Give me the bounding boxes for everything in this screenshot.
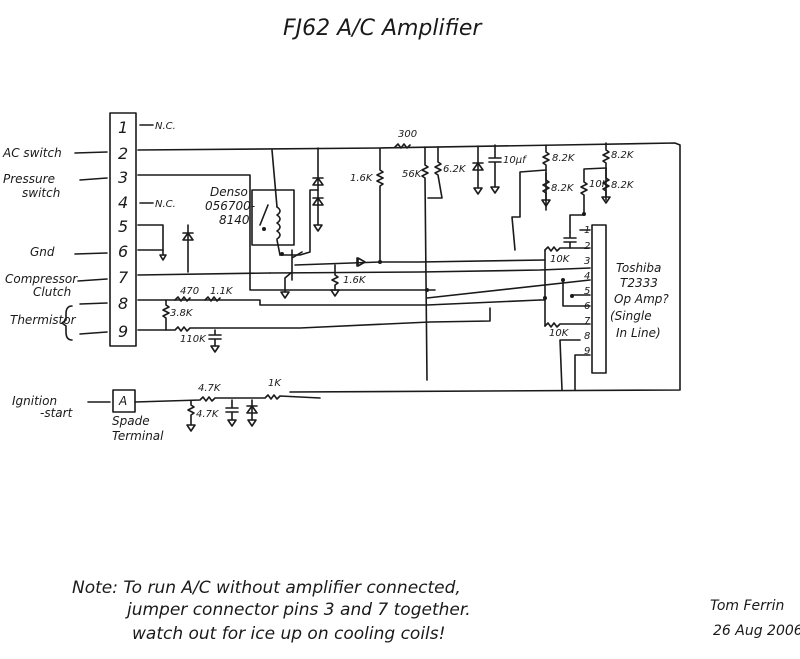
label-pressure-switch: switch <box>22 186 60 200</box>
opamp-pin-9: 9 <box>584 346 590 357</box>
author-name: Tom Ferrin <box>710 598 784 614</box>
opamp-pin-8: 8 <box>584 331 590 342</box>
connector-pin-7: 7 <box>118 268 129 287</box>
resistor-8.2k-2-label: 8.2K <box>551 183 575 194</box>
opamp-toshiba-t2333: 1 2 3 4 5 6 7 8 9 Toshiba T2333 Op Amp? … <box>584 224 669 374</box>
resistor-470-label: 470 <box>180 286 199 297</box>
opamp-pin-4: 4 <box>584 271 590 282</box>
note-line-2: jumper connector pins 3 and 7 together. <box>125 600 471 620</box>
connector-pin-9: 9 <box>118 322 128 341</box>
nc-label-pin1: N.C. <box>155 121 176 132</box>
label-start: -start <box>40 406 74 420</box>
opamp-line5: In Line) <box>616 326 661 340</box>
label-pressure: Pressure <box>3 172 55 186</box>
connector-pin-5: 5 <box>118 217 128 236</box>
spade-terminal: A <box>118 394 127 408</box>
label-ac-switch: AC switch <box>2 146 62 160</box>
resistor-1.6k-a-label: 1.6K <box>350 173 374 184</box>
opamp-pin-5: 5 <box>584 286 590 297</box>
relay-denso: Denso 056700- 8140 <box>205 185 295 246</box>
capacitor-10uf-label: 10µf <box>503 155 527 166</box>
relay-brand: Denso <box>210 185 248 199</box>
main-connector: 1 2 3 4 5 6 7 8 9 <box>109 112 137 347</box>
resistor-3.8k-label: 3.8K <box>170 308 194 319</box>
resistor-10k-a-label: 10K <box>589 179 610 190</box>
resistor-1k-label: 1K <box>268 378 282 389</box>
label-gnd: Gnd <box>30 245 55 259</box>
resistor-8.2k-4-label: 8.2K <box>611 180 635 191</box>
connector-pin-8: 8 <box>118 294 128 313</box>
connector-pin-6: 6 <box>118 242 128 261</box>
opamp-pin-7: 7 <box>584 316 591 327</box>
resistor-300-label: 300 <box>398 129 417 140</box>
resistor-56k-label: 56K <box>402 169 423 180</box>
diagram-title: FJ62 A/C Amplifier <box>283 16 483 41</box>
opamp-pin-2: 2 <box>584 241 590 252</box>
opamp-line1: Toshiba <box>616 261 661 275</box>
nc-label-pin4: N.C. <box>155 199 176 210</box>
resistor-6.2k-label: 6.2K <box>443 164 467 175</box>
opamp-line3: Op Amp? <box>614 292 669 306</box>
connector-pin-2: 2 <box>118 144 128 163</box>
label-compressor: Compressor <box>5 272 78 286</box>
relay-part-line2: 8140 <box>219 213 250 227</box>
label-ignition: Ignition <box>12 394 57 408</box>
signature-date: 26 Aug 2006 <box>713 623 800 639</box>
resistor-8.2k-3-label: 8.2K <box>611 150 635 161</box>
connector-pin-3: 3 <box>118 168 128 187</box>
spade-terminal-label2: Terminal <box>112 429 164 443</box>
label-thermistor: Thermistor <box>10 313 77 327</box>
note-line-1: Note: To run A/C without amplifier conne… <box>72 578 461 598</box>
resistor-4.7k-b-label: 4.7K <box>196 409 220 420</box>
connector-pin-1: 1 <box>118 118 128 137</box>
note-line-3: watch out for ice up on cooling coils! <box>132 624 445 644</box>
connector-pin-4: 4 <box>118 193 128 212</box>
resistor-4.7k-a-label: 4.7K <box>198 383 222 394</box>
resistor-10k-c-label: 10K <box>549 328 570 339</box>
opamp-line4: (Single <box>610 309 652 323</box>
opamp-pin-3: 3 <box>584 256 590 267</box>
resistor-1.1k-label: 1.1K <box>210 286 234 297</box>
label-clutch: Clutch <box>33 285 71 299</box>
spade-terminal-label1: Spade <box>112 414 150 428</box>
resistor-8.2k-1-label: 8.2K <box>552 153 576 164</box>
resistor-110k-label: 110K <box>180 334 207 345</box>
relay-part-line1: 056700- <box>205 199 255 213</box>
resistor-1.6k-b-label: 1.6K <box>343 275 367 286</box>
resistor-10k-b-label: 10K <box>550 254 571 265</box>
opamp-line2: T2333 <box>620 276 658 290</box>
